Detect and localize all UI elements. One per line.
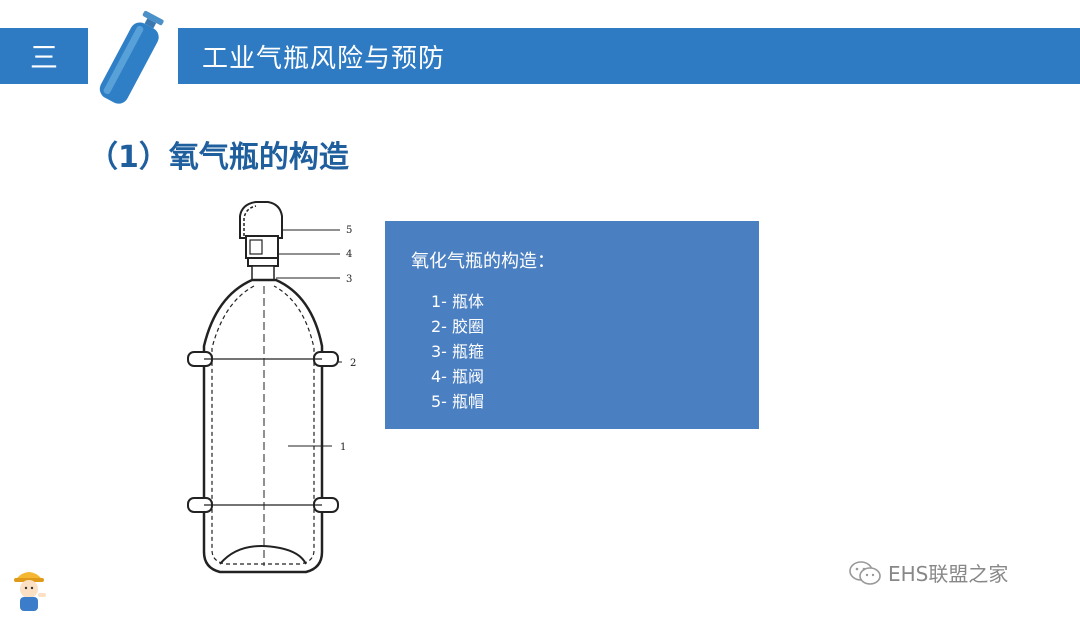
oxygen-cylinder-diagram: 5 4 3 2 1 bbox=[187, 201, 356, 574]
section-title: （1）氧气瓶的构造 bbox=[88, 140, 349, 175]
watermark-text: EHS联盟之家 bbox=[888, 562, 1009, 586]
gas-cylinder-icon bbox=[99, 10, 164, 104]
diagram-label-4: 4 bbox=[346, 249, 352, 260]
list-item: 1- 瓶体 bbox=[431, 292, 485, 311]
wechat-icon bbox=[849, 560, 881, 585]
watermark: EHS联盟之家 bbox=[848, 558, 1008, 587]
list-item: 3- 瓶箍 bbox=[431, 342, 485, 361]
diagram-label-1: 1 bbox=[340, 442, 346, 453]
list-item: 4- 瓶阀 bbox=[431, 367, 485, 386]
worker-mascot-icon bbox=[14, 572, 46, 611]
list-item: 5- 瓶帽 bbox=[431, 392, 485, 411]
info-box-title: 氧化气瓶的构造： bbox=[411, 251, 555, 272]
diagram-label-5: 5 bbox=[346, 225, 352, 236]
list-item: 2- 胶圈 bbox=[431, 317, 485, 336]
diagram-label-2: 2 bbox=[350, 358, 356, 369]
page-title: 工业气瓶风险与预防 bbox=[178, 28, 1080, 84]
diagram-label-3: 3 bbox=[346, 274, 352, 285]
structure-info-box: 氧化气瓶的构造： 1- 瓶体 2- 胶圈 3- 瓶箍 4- 瓶阀 5- 瓶帽 bbox=[385, 221, 759, 429]
structure-parts-list: 1- 瓶体 2- 胶圈 3- 瓶箍 4- 瓶阀 5- 瓶帽 bbox=[411, 289, 759, 414]
section-number: 三 bbox=[0, 28, 88, 84]
